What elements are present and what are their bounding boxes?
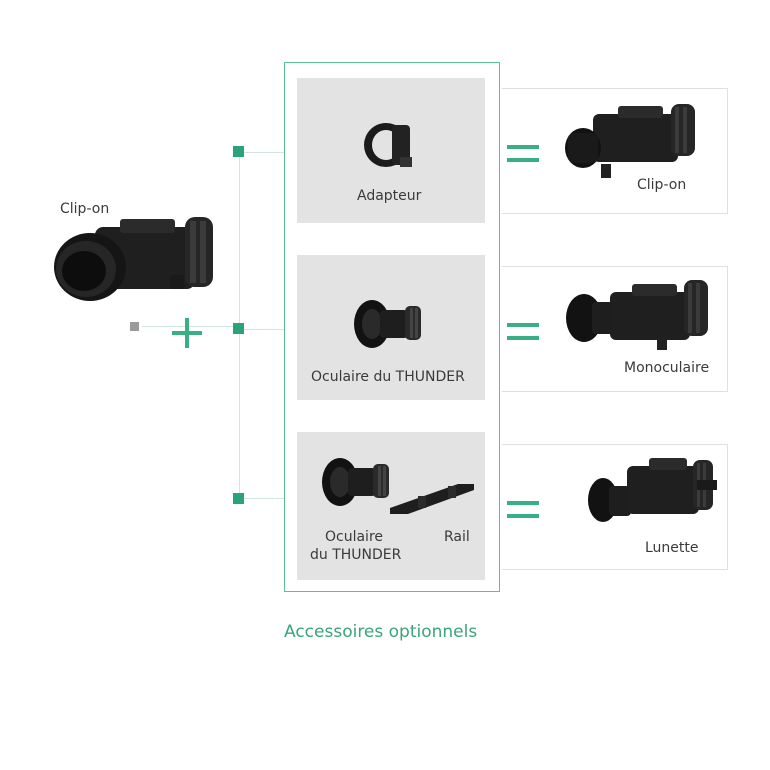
accessory-label-eyepiece: Oculaire du THUNDER [311,369,465,385]
clip-on-device-image [54,217,213,301]
small-gray-square [130,322,139,331]
result-label-monocular: Monoculaire [624,360,710,376]
equals-icon-1 [507,145,539,162]
rail-image [390,484,474,514]
accessory-label-adapter: Adapteur [357,188,422,204]
result-label-clip-on: Clip-on [637,177,687,193]
accessory-label-rail: Rail [444,529,470,545]
accessory-label-eyepiece-line1: Oculaire [325,529,384,545]
equals-icon-2 [507,323,539,340]
equals-icon-3 [507,501,539,518]
footer-title: Accessoires optionnels [284,622,478,642]
connector-node-1 [233,146,244,157]
accessory-label-eyepiece-line2: du THUNDER [310,547,402,563]
eyepiece-image-2 [322,458,389,506]
main-device-label: Clip-on [60,201,110,217]
connector-node-3 [233,493,244,504]
accessory-panel-eyepiece-rail [297,432,485,580]
eyepiece-image [354,300,421,348]
result-scope-image [588,458,717,522]
plus-icon [172,318,202,348]
result-label-scope: Lunette [645,540,699,556]
adapter-image [364,123,412,167]
result-clip-on-image [565,104,695,178]
accessories-group-box [284,62,500,592]
result-monocular-image [566,280,708,350]
connector-node-2 [233,323,244,334]
